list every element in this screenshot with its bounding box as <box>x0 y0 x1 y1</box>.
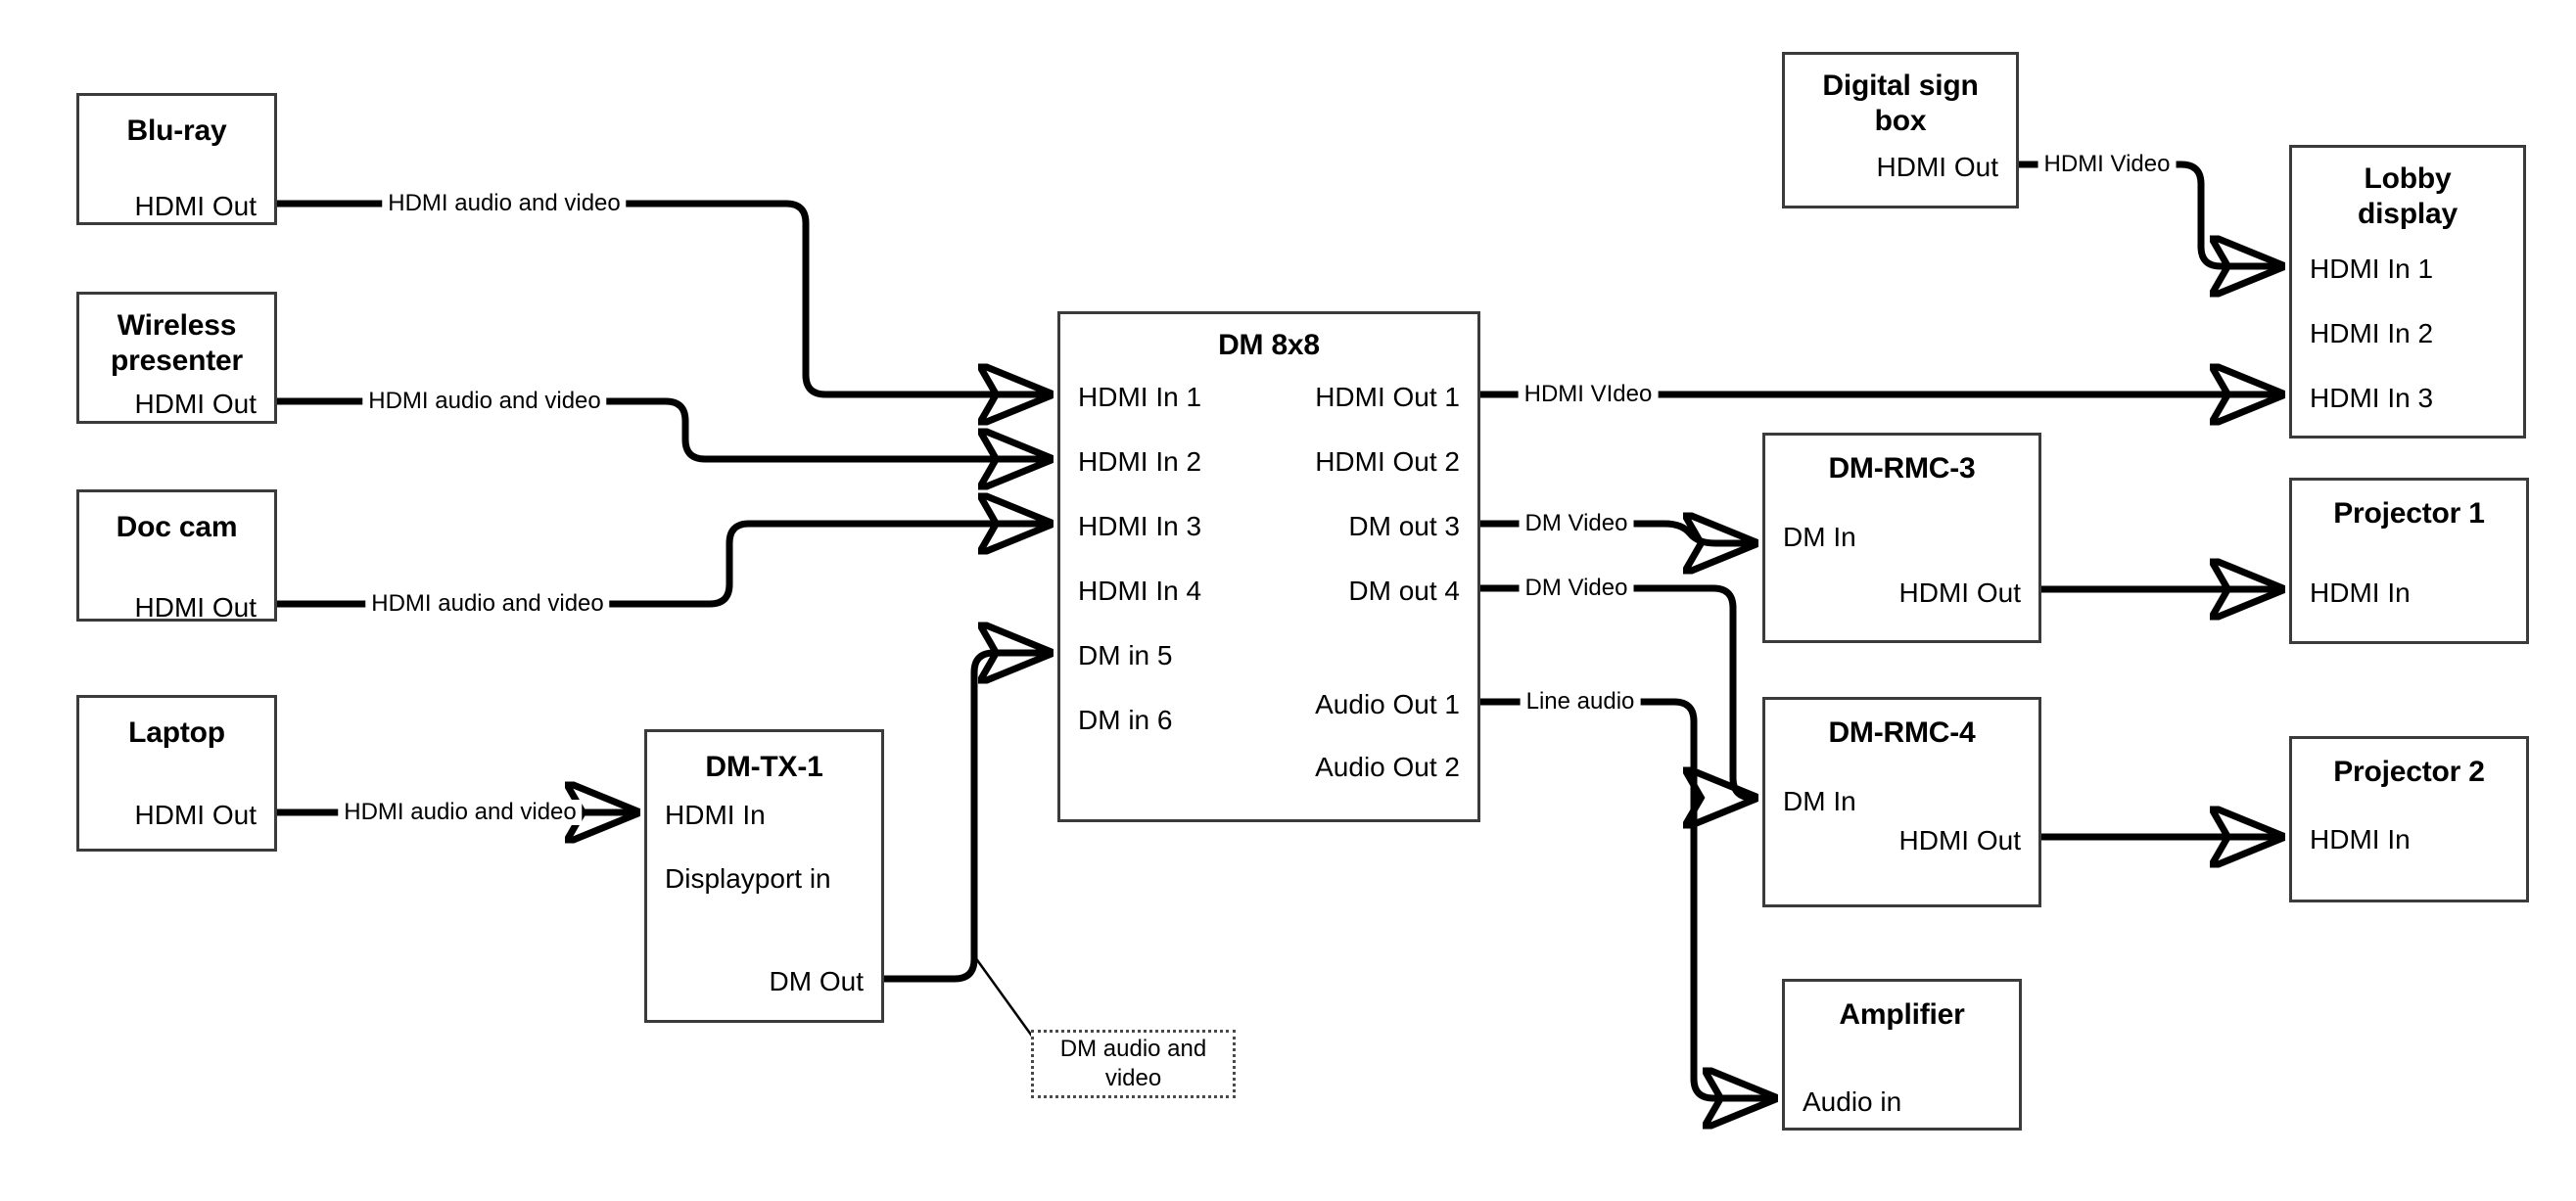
port-audio-in: Audio in <box>1803 1086 1902 1117</box>
port-dm-in-6: DM in 6 <box>1078 705 1173 735</box>
port-hdmi-in: HDMI In <box>665 800 766 830</box>
port-hdmi-in-3: HDMI In 3 <box>1078 511 1202 541</box>
device-laptop[interactable]: Laptop HDMI Out <box>76 695 277 852</box>
port-dm-out-4: DM out 4 <box>1348 576 1460 606</box>
device-title: Doc cam <box>116 511 238 543</box>
port-hdmi-out: HDMI Out <box>1876 152 1998 182</box>
wire-dmtx1-to-dm-in-5 <box>884 653 1050 983</box>
label-hdmi-out-1-to-lobby: HDMI VIdeo <box>1518 382 1659 407</box>
port-hdmi-in-2: HDMI In 2 <box>1078 446 1202 477</box>
port-dm-out-3: DM out 3 <box>1348 511 1460 541</box>
port-displayport-in: Displayport in <box>665 863 831 894</box>
port-hdmi-out: HDMI Out <box>134 800 257 830</box>
port-hdmi-out: HDMI Out <box>134 191 257 221</box>
device-title: DM 8x8 <box>1218 329 1320 361</box>
device-amplifier[interactable]: Amplifier Audio in <box>1782 979 2022 1131</box>
device-bluray[interactable]: Blu-ray HDMI Out <box>76 93 277 225</box>
port-dm-in: DM In <box>1783 786 1856 816</box>
port-hdmi-out: HDMI Out <box>134 592 257 623</box>
label-dm-out-3-to-dmrmc3: DM Video <box>1519 511 1634 536</box>
device-projector-2[interactable]: Projector 2 HDMI In <box>2289 736 2529 902</box>
device-dm-tx-1[interactable]: DM-TX-1 HDMI In Displayport in DM Out <box>644 729 884 1023</box>
port-hdmi-out: HDMI Out <box>1898 825 2021 855</box>
port-hdmi-in-1: HDMI In 1 <box>1078 382 1202 412</box>
device-dm-rmc-4[interactable]: DM-RMC-4 DM In HDMI Out <box>1762 697 2041 907</box>
wire-bluray-to-hdmi-in-1 <box>277 200 1050 394</box>
port-hdmi-in-1: HDMI In 1 <box>2310 254 2434 284</box>
port-dm-in: DM In <box>1783 522 1856 552</box>
device-title: Lobby display <box>2358 162 2458 230</box>
device-title: Laptop <box>128 716 225 749</box>
wire-digitalsign-to-lobby-hdmi-in-1 <box>2019 161 2281 266</box>
device-wireless-presenter[interactable]: Wireless presenter HDMI Out <box>76 292 277 424</box>
port-dm-in-5: DM in 5 <box>1078 640 1173 670</box>
label-laptop-to-dmtx1: HDMI audio and video <box>338 800 583 825</box>
port-hdmi-out: HDMI Out <box>134 389 257 419</box>
device-dm-8x8[interactable]: DM 8x8 HDMI In 1 HDMI In 2 HDMI In 3 HDM… <box>1057 311 1480 822</box>
device-digital-sign-box[interactable]: Digital sign box HDMI Out <box>1782 52 2019 208</box>
port-hdmi-out-1: HDMI Out 1 <box>1315 382 1460 412</box>
device-title: Projector 1 <box>2333 497 2485 530</box>
port-dm-out: DM Out <box>769 966 864 996</box>
device-title: Projector 2 <box>2333 756 2485 788</box>
label-bluray-to-hdmi-in-1: HDMI audio and video <box>382 191 627 216</box>
label-wireless-to-hdmi-in-2: HDMI audio and video <box>362 389 607 414</box>
device-doc-cam[interactable]: Doc cam HDMI Out <box>76 489 277 623</box>
device-title: Digital sign box <box>1822 69 1979 137</box>
label-dm-out-4-to-dmrmc4: DM Video <box>1519 576 1634 601</box>
device-title: DM-RMC-4 <box>1828 716 1976 749</box>
port-hdmi-in: HDMI In <box>2310 824 2411 855</box>
port-hdmi-out: HDMI Out <box>1898 577 2021 608</box>
port-hdmi-in: HDMI In <box>2310 577 2411 608</box>
label-audio-out-1-to-amplifier: Line audio <box>1520 689 1641 715</box>
port-audio-out-1: Audio Out 1 <box>1315 689 1460 719</box>
port-audio-out-2: Audio Out 2 <box>1315 752 1460 782</box>
port-hdmi-out-2: HDMI Out 2 <box>1315 446 1460 477</box>
device-title: Amplifier <box>1839 998 1965 1031</box>
leader-line-dm-audio-video <box>973 956 1038 1042</box>
device-lobby-display[interactable]: Lobby display HDMI In 1 HDMI In 2 HDMI I… <box>2289 145 2526 439</box>
device-title: Wireless presenter <box>111 309 243 377</box>
device-title: Blu-ray <box>126 115 227 147</box>
device-title: DM-TX-1 <box>705 751 823 783</box>
port-hdmi-in-4: HDMI In 4 <box>1078 576 1202 606</box>
label-doccam-to-hdmi-in-3: HDMI audio and video <box>365 591 610 617</box>
port-hdmi-in-3: HDMI In 3 <box>2310 383 2434 413</box>
callout-dm-audio-and-video: DM audio and video <box>1031 1030 1236 1098</box>
port-hdmi-in-2: HDMI In 2 <box>2310 318 2434 348</box>
device-dm-rmc-3[interactable]: DM-RMC-3 DM In HDMI Out <box>1762 433 2041 643</box>
device-title: DM-RMC-3 <box>1828 452 1976 485</box>
label-digitalsign-to-lobby: HDMI Video <box>2037 152 2177 177</box>
wire-audio-out-1-to-amplifier <box>1480 698 1774 1098</box>
device-projector-1[interactable]: Projector 1 HDMI In <box>2289 478 2529 644</box>
